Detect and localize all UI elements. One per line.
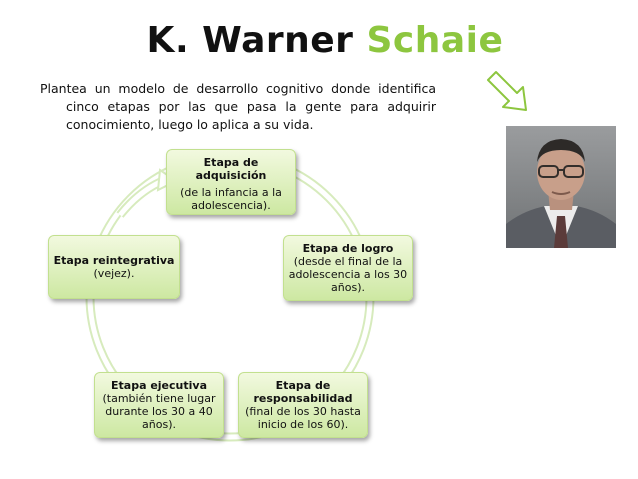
stage-responsabilidad: Etapa de responsabilidad (final de los 3…	[238, 372, 368, 438]
title-name: K. Warner	[146, 20, 354, 61]
stage-desc: (también tiene lugar durante los 30 a 40…	[102, 392, 216, 431]
stage-name: Etapa reintegrativa	[53, 254, 175, 267]
intro-text: Plantea un modelo de desarrollo cognitiv…	[40, 81, 436, 132]
stage-desc: (vejez).	[93, 267, 135, 280]
title-surname: Schaie	[366, 20, 504, 61]
down-right-arrow-icon	[487, 71, 527, 111]
stage-logro: Etapa de logro (desde el final de la ado…	[283, 235, 413, 301]
portrait-icon	[506, 139, 616, 248]
stage-name: Etapa de responsabilidad	[253, 379, 353, 405]
stage-name: Etapa de logro	[302, 242, 394, 255]
stage-desc: (final de los 30 hasta inicio de los 60)…	[245, 405, 361, 431]
stage-name: Etapa de adquisición	[195, 156, 267, 182]
page-title: K. Warner Schaie	[0, 20, 638, 61]
stage-adquisicion: Etapa de adquisición (de la infancia a l…	[166, 149, 296, 215]
portrait-photo	[506, 126, 616, 248]
stage-name: Etapa ejecutiva	[111, 379, 207, 392]
stage-desc: (desde el final de la adolescencia a los…	[288, 255, 408, 294]
stage-reintegrativa: Etapa reintegrativa (vejez).	[48, 235, 180, 299]
stage-ejecutiva: Etapa ejecutiva (también tiene lugar dur…	[94, 372, 224, 438]
stage-desc: (de la infancia a la adolescencia).	[180, 186, 282, 212]
